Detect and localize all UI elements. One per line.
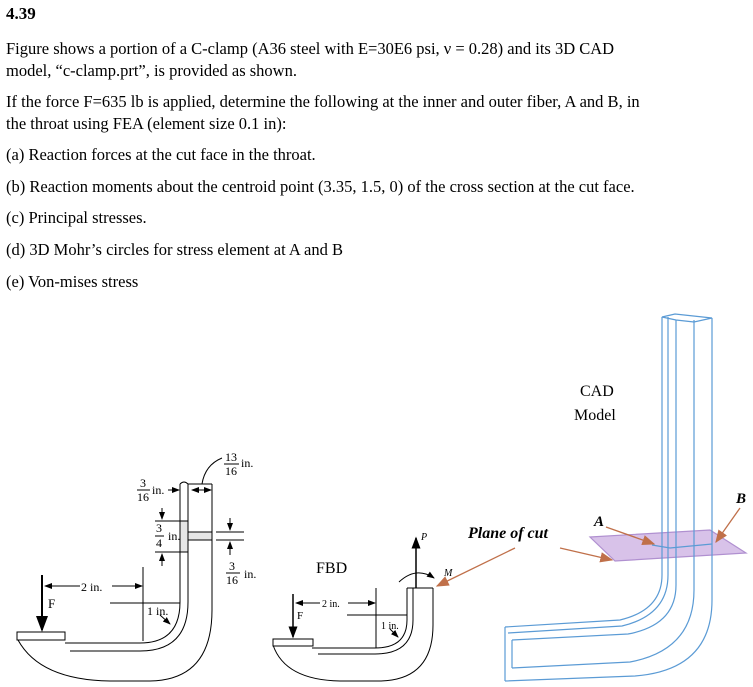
p-label: P bbox=[420, 532, 427, 543]
plane-of-cut-label: Plane of cut bbox=[467, 525, 549, 542]
dim-3-4-den: 4 bbox=[156, 536, 162, 550]
task-line-1: If the force F=635 lb is applied, determ… bbox=[6, 92, 640, 111]
part-e: (e) Von-mises stress bbox=[6, 272, 139, 291]
dim-3-16b-num: 3 bbox=[229, 559, 235, 573]
dist-label: 2 in. bbox=[81, 580, 102, 594]
dim-unit: in. bbox=[241, 456, 253, 470]
part-d: (d) 3D Mohr’s circles for stress element… bbox=[6, 240, 343, 259]
dim-13-16-den: 16 bbox=[225, 464, 237, 478]
point-b-label: B bbox=[735, 491, 746, 507]
dim-unit: in. bbox=[152, 483, 164, 497]
fbd-force-label: F bbox=[297, 610, 303, 622]
dim-unit: in. bbox=[168, 529, 180, 543]
part-a: (a) Reaction forces at the cut face in t… bbox=[6, 145, 316, 164]
dim-unit: in. bbox=[244, 567, 256, 581]
fbd-label: FBD bbox=[316, 560, 347, 577]
intro-line-1: Figure shows a portion of a C-clamp (A36… bbox=[6, 39, 615, 58]
intro-line-2: model, “c-clamp.prt”, is provided as sho… bbox=[6, 61, 297, 80]
c-clamp-drawing bbox=[16, 457, 244, 682]
m-label: M bbox=[443, 568, 453, 579]
cad-model bbox=[504, 313, 748, 682]
dim-13-16-num: 13 bbox=[225, 450, 237, 464]
cad-labels: CAD Model Plane of cut A B bbox=[467, 383, 746, 542]
radius-label: 1 in. bbox=[147, 604, 168, 618]
problem-number: 4.39 bbox=[6, 4, 36, 23]
fbd-dist-label: 2 in. bbox=[322, 599, 340, 610]
part-c: (c) Principal stresses. bbox=[6, 208, 147, 227]
cad-label-model: Model bbox=[574, 407, 616, 424]
fbd-radius-label: 1 in. bbox=[381, 621, 399, 632]
dim-3-4-num: 3 bbox=[156, 521, 162, 535]
dim-3-16-num: 3 bbox=[140, 476, 146, 490]
part-b: (b) Reaction moments about the centroid … bbox=[6, 177, 635, 196]
cad-label: CAD bbox=[580, 383, 614, 400]
fbd-labels: FBD P M 2 in. 1 in. F bbox=[297, 532, 453, 632]
leader-arrows bbox=[435, 507, 741, 587]
force-label: F bbox=[48, 596, 55, 611]
dim-3-16-den: 16 bbox=[137, 490, 149, 504]
point-a-label: A bbox=[593, 514, 604, 530]
c-clamp-labels: 13 16 in. 3 16 in. 3 4 in. 3 16 in. 2 in… bbox=[48, 450, 256, 618]
fbd-drawing bbox=[272, 536, 435, 682]
dim-3-16b-den: 16 bbox=[226, 573, 238, 587]
task-line-2: the throat using FEA (element size 0.1 i… bbox=[6, 114, 287, 133]
